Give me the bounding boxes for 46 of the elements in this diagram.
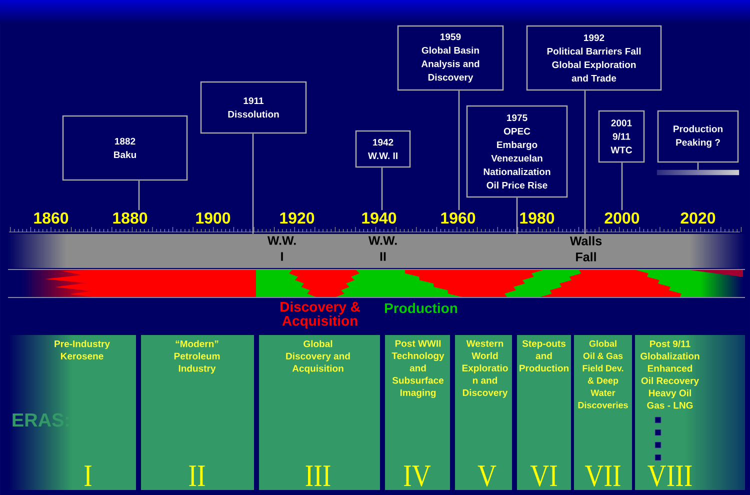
band-label: W.W. I bbox=[267, 236, 296, 261]
era-heading: Global Discovery and Acquisition bbox=[286, 340, 350, 374]
year-label: 1860 bbox=[34, 212, 68, 224]
roman-numeral: VI bbox=[530, 466, 557, 486]
era-heading: Western World Exploratio n and Discovery bbox=[462, 340, 508, 398]
band-label: Discovery & Acquisition bbox=[280, 301, 360, 329]
leader-line bbox=[458, 90, 460, 210]
year-label: 2000 bbox=[604, 212, 640, 224]
roman-numeral: VIII bbox=[648, 466, 692, 486]
roman-numeral: V bbox=[478, 466, 496, 486]
gradient-bar bbox=[656, 170, 740, 176]
year-label: 1980 bbox=[520, 212, 554, 224]
era-heading: Global Oil & Gas Field Dev. & Deep Water Discoveries bbox=[578, 340, 628, 408]
year-label: 2020 bbox=[680, 212, 716, 224]
era-heading: Post 9/11 Globalization Enhanced Oil Recovery Heavy Oil Gas - LNG bbox=[640, 340, 700, 409]
roman-numeral: IV bbox=[404, 466, 431, 486]
roman-numeral: I bbox=[84, 466, 92, 486]
era-heading: Post WWII Technology and Subsurface Imaging bbox=[392, 340, 444, 398]
roman-numeral: II bbox=[189, 466, 205, 486]
leader-line bbox=[516, 198, 518, 234]
band-label: Production bbox=[385, 302, 458, 314]
callout-box: 1992 Political Barriers Fall Global Exploration and Trade bbox=[526, 25, 662, 91]
roman-numeral: VII bbox=[585, 466, 620, 486]
leader-line bbox=[252, 134, 254, 234]
leader-line bbox=[381, 168, 383, 210]
callout-box: 2001 9/11 WTC bbox=[598, 110, 645, 163]
callout-box: 1911 Dissolution bbox=[200, 81, 307, 134]
callout-box: Production Peaking ? bbox=[657, 110, 739, 163]
era-heading: Step-outs and Production bbox=[520, 340, 568, 372]
year-label: 1880 bbox=[113, 212, 148, 224]
callout-box: 1942 W.W. II bbox=[355, 130, 411, 168]
callout-box: 1975 OPEC Embargo Venezuelan Nationalization Oil Price Rise bbox=[466, 105, 568, 198]
leader-line bbox=[584, 90, 586, 234]
callout-box: 1959 Global Basin Analysis and Discovery bbox=[397, 25, 504, 91]
leader-line bbox=[138, 180, 140, 210]
leader-line bbox=[697, 162, 699, 170]
band-label: Walls Fall bbox=[570, 236, 602, 262]
roman-numeral: III bbox=[306, 466, 330, 486]
year-label: 1960 bbox=[441, 212, 476, 224]
year-label: 1940 bbox=[362, 212, 396, 224]
era-heading: “Modern” Petroleum Industry bbox=[174, 340, 220, 374]
era-heading: Pre-Industry Kerosene bbox=[54, 340, 110, 360]
band-label: W.W. II bbox=[368, 236, 397, 261]
callout-box: 1882 Baku bbox=[62, 115, 188, 181]
year-label: 1900 bbox=[196, 212, 230, 224]
leader-line bbox=[621, 162, 623, 210]
